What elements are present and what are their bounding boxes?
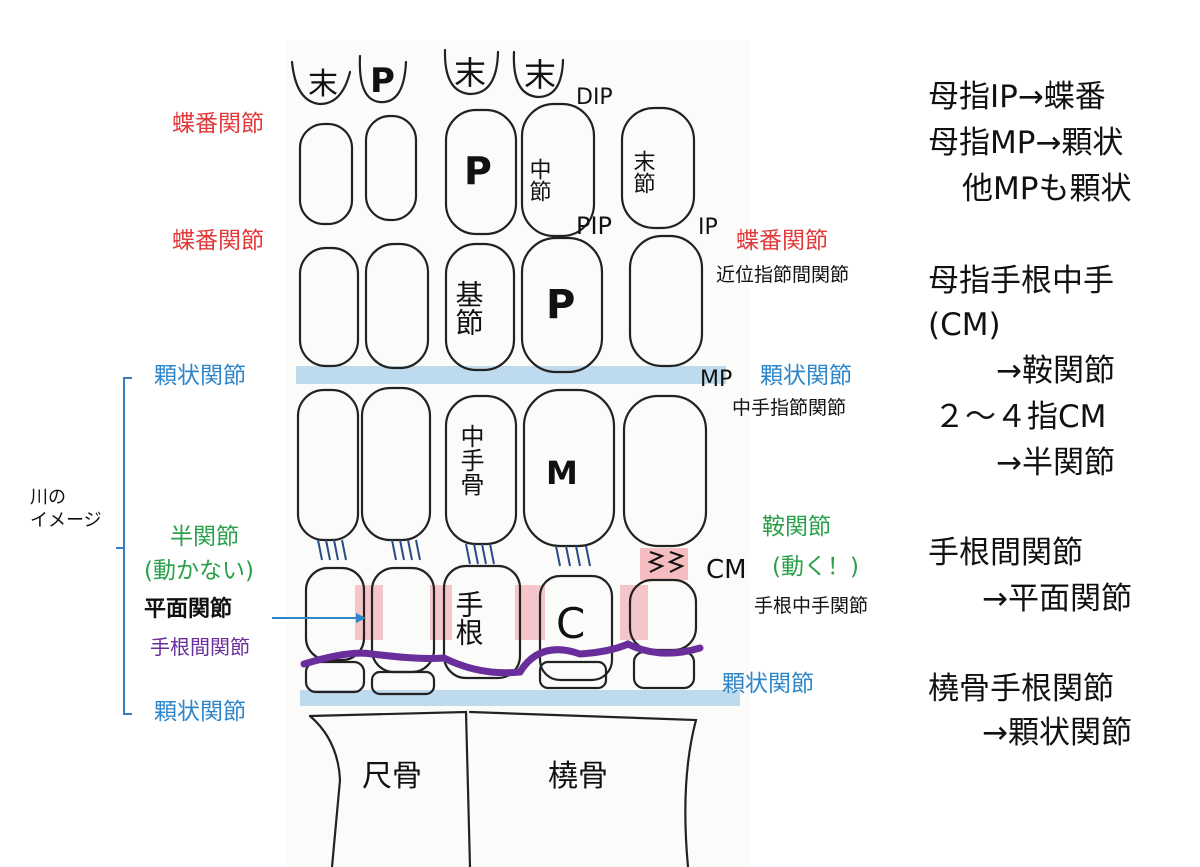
ulna-outline [308, 710, 472, 867]
carpal-pink-2 [430, 585, 452, 640]
wrist-blue-band [300, 690, 740, 706]
middle-bone-1 [298, 122, 354, 226]
cm-joint-ticks [317, 539, 591, 567]
cm-ticks-3 [465, 543, 495, 565]
carpal-glyph-c: C [556, 599, 585, 648]
note-intercarpal: 手根間関節 [928, 535, 1083, 571]
proximal-bone-2 [364, 242, 430, 370]
carpal-1 [304, 566, 366, 662]
cm-ticks-2 [391, 539, 421, 561]
mcp-full-name: 中手指節関節 [732, 397, 847, 419]
proximal-bone-3 [444, 242, 516, 372]
pip-tag: PIP [576, 212, 612, 240]
note-radiocarpal: 橈骨手根関節 [928, 671, 1114, 707]
thumb-distal-bone [620, 106, 696, 230]
moves-note: (動く！) [772, 554, 859, 580]
distal-bone-4 [512, 50, 565, 99]
saddle-zigzag [647, 551, 685, 573]
condyloid-wrist-label-left: 顆状関節 [154, 699, 246, 725]
metacarpal-glyph-vertical: 中手骨 [456, 424, 484, 496]
metacarpal-2 [360, 386, 432, 542]
metacarpal-1 [296, 388, 360, 542]
middle-bone-3 [444, 108, 518, 236]
note-other-mp: 他MPも顆状 [962, 171, 1132, 207]
mp-blue-band [296, 366, 726, 384]
pip-full-name: 近位指節間関節 [716, 264, 850, 286]
cm-ticks-4 [555, 545, 591, 567]
note-thumb-mp: 母指MP→顆状 [928, 125, 1124, 161]
saddle-joint-label: 鞍関節 [762, 514, 831, 540]
hinge-joint-label-top: 蝶番関節 [172, 111, 264, 137]
note-2-4-cm: ２〜４指CM [934, 399, 1107, 435]
carpal-pink-1 [355, 585, 383, 640]
plane-joint-label: 平面関節 [144, 597, 233, 622]
river-label-line1: 川の [30, 487, 66, 508]
middle-glyph-p: P [464, 149, 492, 193]
note-condyloid: →顆状関節 [982, 715, 1132, 751]
note-thumb-cmc: 母指手根中手 [928, 263, 1114, 299]
metacarpal-4 [522, 388, 616, 548]
cm-ticks-1 [317, 539, 347, 561]
semi-joint-note: (動かない) [144, 558, 254, 584]
thumb-metacarpal [622, 394, 708, 548]
ulna-glyph: 尺骨 [362, 759, 422, 794]
note-plane: →平面関節 [982, 581, 1132, 617]
ulna-edge [308, 714, 342, 867]
hinge-joint-label-right: 蝶番関節 [736, 228, 828, 254]
carpal-3 [442, 564, 522, 680]
distal-glyph-3: 末 [454, 54, 486, 92]
proximal-bone-1 [298, 246, 360, 368]
river-label-line2: イメージ [30, 510, 102, 531]
radius-outline [468, 710, 698, 867]
carpal-lower-2 [370, 670, 436, 696]
semi-joint-label: 半関節 [170, 524, 239, 550]
carpal-pink-4 [620, 585, 648, 640]
metacarpal-3 [444, 394, 518, 546]
distal-bone-3 [443, 48, 500, 96]
proximal-glyph-p: P [546, 282, 575, 328]
river-bracket [116, 377, 132, 715]
plane-joint-arrowhead [356, 613, 366, 623]
cmc-full-name: 手根中手関節 [754, 595, 869, 617]
middle-bone-2 [364, 114, 418, 222]
hinge-joint-label-mid: 蝶番関節 [172, 228, 264, 254]
intercarpal-joint-label: 手根間関節 [150, 635, 250, 659]
note-thumb-ip: 母指IP→蝶番 [928, 79, 1106, 115]
paper-sheet [287, 40, 749, 867]
condyloid-wrist-label-right: 顆状関節 [722, 671, 814, 697]
carpal-glyph-vertical: 手根 [452, 590, 485, 646]
thumb-cm-pink [640, 548, 688, 580]
middle-glyph-vertical: 中節 [526, 158, 552, 202]
proximal-glyph-vertical: 基節 [452, 280, 485, 336]
distal-glyph-4: 末 [524, 56, 556, 94]
note-cm-abbrev: (CM) [928, 307, 1001, 343]
radius-glyph: 橈骨 [548, 759, 608, 794]
condyloid-mp-label: 顆状関節 [154, 363, 246, 389]
thumb-proximal-bone [628, 234, 704, 368]
dip-tag: DIP [576, 85, 613, 110]
carpal-lower-4 [538, 660, 608, 690]
mp-tag: MP [700, 367, 732, 392]
proximal-bone-4 [520, 236, 604, 374]
distal-bone-2 [358, 54, 408, 104]
condyloid-mp-label-right: 顆状関節 [760, 363, 852, 389]
note-semi: →半関節 [996, 445, 1115, 481]
thumb-distal-glyph: 末節 [630, 150, 656, 194]
intercarpal-joint-line [300, 640, 704, 677]
middle-bone-4 [520, 102, 596, 238]
metacarpal-glyph-m: M [546, 454, 578, 492]
distal-glyph-1: 末 [308, 67, 338, 102]
cm-tag: CM [706, 555, 747, 585]
ip-tag: IP [698, 215, 718, 240]
note-saddle: →鞍関節 [996, 353, 1115, 389]
distal-bone-1 [290, 60, 352, 106]
distal-glyph-2: P [370, 61, 395, 101]
carpal-lower-1 [304, 660, 366, 694]
carpal-4 [538, 574, 614, 682]
